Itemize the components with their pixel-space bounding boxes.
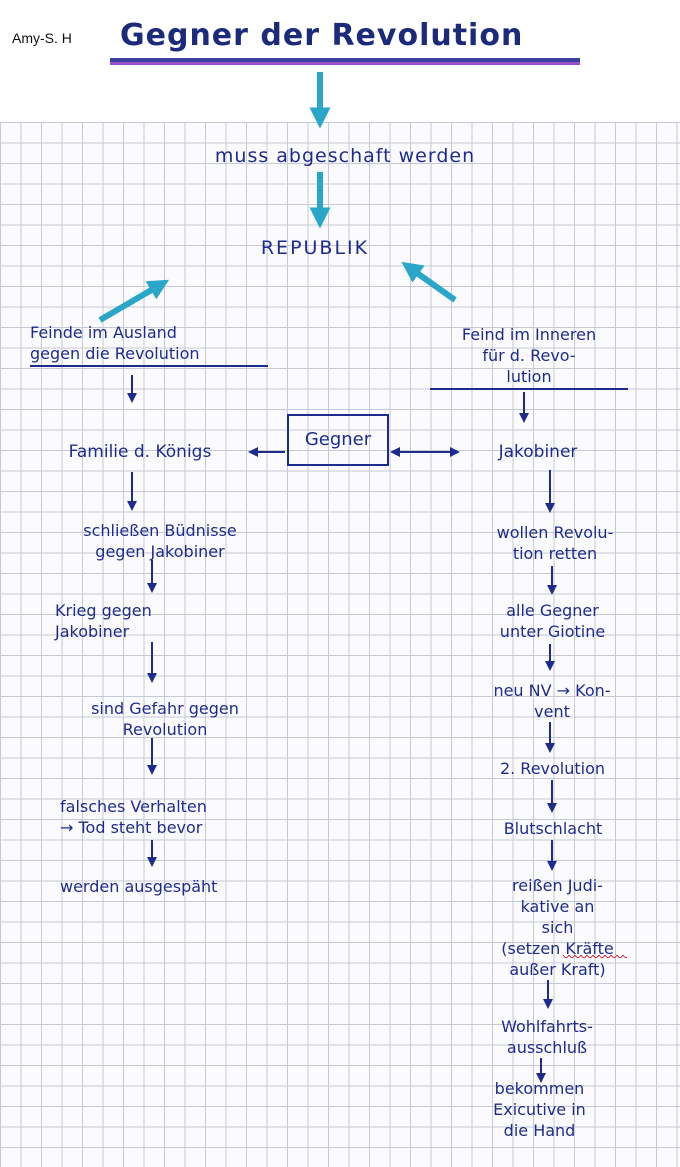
- right-step-8: bekommen Exicutive in die Hand: [493, 1079, 586, 1140]
- author-name: Amy-S. H: [12, 30, 72, 46]
- right-step-5: Blutschlacht: [503, 819, 603, 838]
- correction-mark: [563, 955, 627, 961]
- right-step-6: reißen Judi- kative an sich (setzen Kräf…: [501, 876, 614, 979]
- left-step-2: Krieg gegen Jakobiner: [55, 601, 152, 641]
- right-heading: Feind im Inneren für d. Revo- lution: [430, 324, 628, 390]
- right-step-2: alle Gegner unter Giotine: [499, 601, 606, 641]
- left-heading: Feinde im Ausland gegen die Revolution: [30, 322, 268, 367]
- left-group-label: Familie d. Königs: [68, 442, 212, 462]
- page-title: Gegner der Revolution: [120, 17, 524, 53]
- left-step-1: schließen Büdnisse gegen Jakobiner: [83, 521, 237, 561]
- right-step-1: wollen Revolu- tion retten: [496, 523, 614, 563]
- arrow-left-up: [98, 279, 170, 323]
- republik-label: REPUBLIK: [260, 237, 370, 259]
- left-step-3: sind Gefahr gegen Revolution: [91, 699, 239, 739]
- left-step-4: falsches Verhalten → Tod steht bevor: [60, 797, 207, 837]
- right-step-7: Wohlfahrts- ausschluß: [501, 1017, 593, 1057]
- title-underline: [110, 58, 580, 62]
- right-group-label: Jakobiner: [498, 442, 578, 462]
- grid-paper: [0, 122, 680, 1167]
- center-box: Gegner: [287, 414, 389, 466]
- left-step-5: werden ausgespäht: [60, 877, 218, 896]
- right-step-4: 2. Revolution: [499, 759, 606, 778]
- right-step-3: neu NV → Kon- vent: [493, 681, 611, 721]
- top-action-label: muss abgeschaft werden: [214, 145, 476, 167]
- arrow-right-up: [401, 261, 457, 303]
